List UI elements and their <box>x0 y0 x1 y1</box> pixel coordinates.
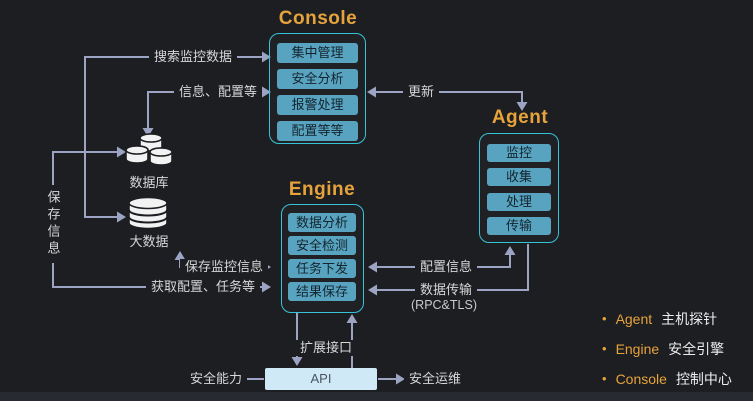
database-label: 数据库 <box>129 175 169 190</box>
agent-item-transfer: 传输 <box>487 217 551 235</box>
engine-box <box>281 204 364 313</box>
legend-engine-zh: 安全引擎 <box>668 341 725 357</box>
bullet-icon: • <box>602 371 607 386</box>
engine-item-task-dispatch: 任务下发 <box>288 259 356 278</box>
edge-label-save-info: 保存信息 <box>45 185 61 263</box>
legend-agent-zh: 主机探针 <box>661 311 718 327</box>
edge-label-security-operations: 安全运维 <box>403 371 467 387</box>
legend-engine-en: Engine <box>615 341 660 357</box>
edge-update-line <box>376 91 523 102</box>
agent-item-process: 处理 <box>487 193 551 211</box>
agent-item-collect: 收集 <box>487 168 551 186</box>
console-item-centralized-mgmt: 集中管理 <box>277 43 358 63</box>
edge-label-get-config-tasks: 获取配置、任务等 <box>145 279 261 295</box>
console-box <box>269 33 366 144</box>
engine-item-result-save: 结果保存 <box>288 282 356 301</box>
legend-console-zh: 控制中心 <box>675 371 732 387</box>
bullet-icon: • <box>602 341 607 356</box>
edge-label-update: 更新 <box>402 84 440 100</box>
edge-label-data-transfer: 数据传输 <box>414 282 478 298</box>
console-item-alert-handling: 报警处理 <box>277 95 358 115</box>
bottom-band <box>0 392 753 401</box>
console-item-config-etc: 配置等等 <box>277 121 358 141</box>
bigdata-label: 大数据 <box>129 234 169 249</box>
edge-label-save-monitoring: 保存监控信息 <box>179 259 269 275</box>
edge-label-config-info: 配置信息 <box>414 259 478 275</box>
engine-item-data-analysis: 数据分析 <box>288 213 356 232</box>
legend: • Agent 主机探针 • Engine 安全引擎 • Console 控制中… <box>602 309 732 389</box>
database-icon <box>124 133 174 177</box>
legend-console-en: Console <box>615 371 667 387</box>
agent-box <box>479 133 559 243</box>
bullet-icon: • <box>602 311 607 326</box>
bigdata-icon <box>126 196 170 235</box>
engine-title: Engine <box>288 179 356 200</box>
agent-title: Agent <box>491 107 549 128</box>
legend-item-engine: • Engine 安全引擎 <box>602 339 732 359</box>
edge-label-security-capability: 安全能力 <box>184 371 248 387</box>
edge-label-data-transfer-protocol: (RPC&TLS) <box>411 298 477 312</box>
edge-label-search-monitoring: 搜索监控数据 <box>148 49 238 65</box>
api-box: API <box>265 368 377 390</box>
legend-item-console: • Console 控制中心 <box>602 369 732 389</box>
edge-label-info-config: 信息、配置等 <box>173 84 263 100</box>
console-title: Console <box>278 8 358 29</box>
console-item-security-analysis: 安全分析 <box>277 69 358 89</box>
legend-agent-en: Agent <box>615 311 653 327</box>
engine-item-security-detection: 安全检测 <box>288 236 356 255</box>
edge-label-extension-interface: 扩展接口 <box>294 340 358 356</box>
agent-item-monitor: 监控 <box>487 144 551 162</box>
legend-item-agent: • Agent 主机探针 <box>602 309 732 329</box>
